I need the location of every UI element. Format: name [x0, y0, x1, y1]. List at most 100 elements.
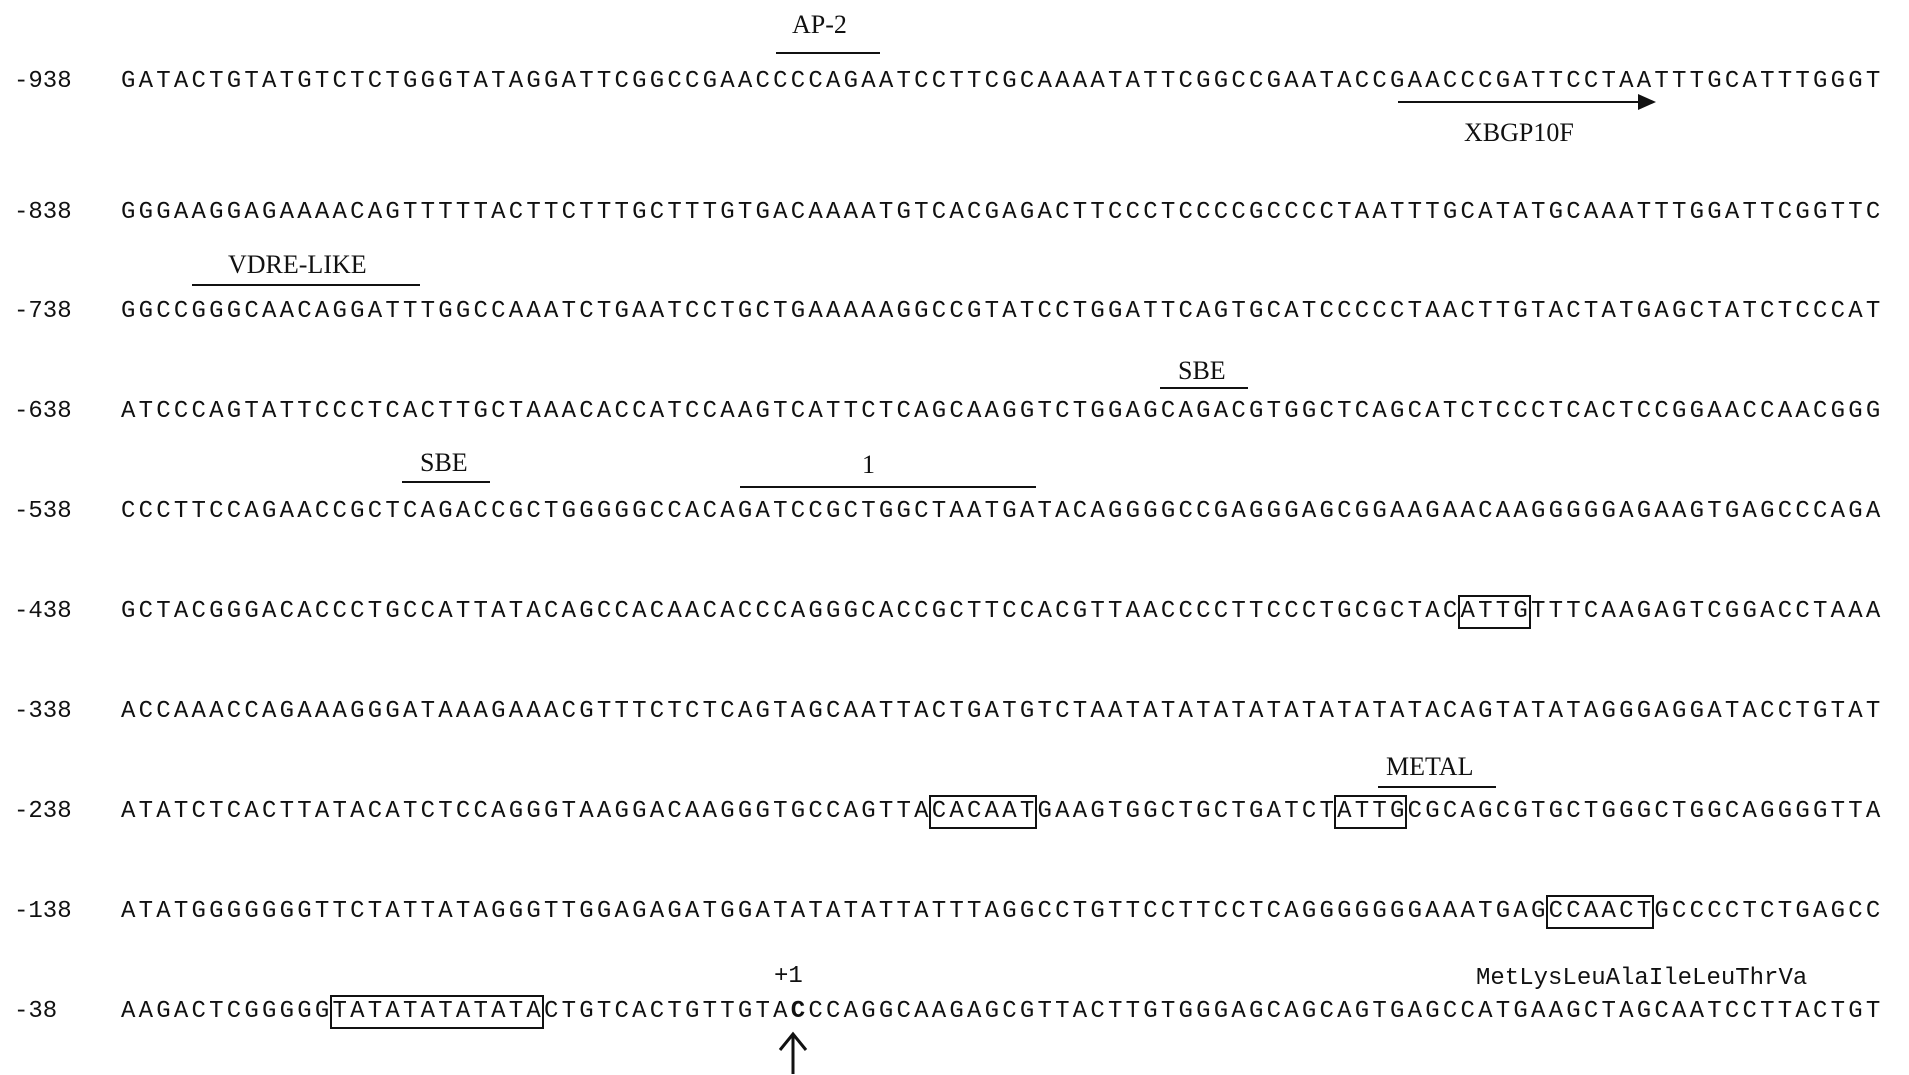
- base: A: [121, 898, 136, 925]
- base: A: [191, 698, 206, 725]
- base: A: [209, 698, 224, 725]
- base: G: [1848, 498, 1863, 525]
- base: T: [1495, 998, 1511, 1025]
- base: G: [596, 498, 612, 525]
- base: C: [1478, 68, 1493, 95]
- base: T: [455, 199, 471, 226]
- base: T: [1284, 798, 1299, 825]
- base: T: [579, 68, 594, 95]
- base: G: [1813, 698, 1828, 725]
- base: C: [949, 298, 964, 325]
- base: T: [1478, 598, 1493, 625]
- base: G: [1813, 798, 1828, 825]
- base: A: [262, 698, 277, 725]
- base: C: [156, 298, 171, 325]
- base: T: [1372, 798, 1387, 825]
- base: A: [596, 398, 612, 425]
- base: C: [1108, 199, 1123, 226]
- base: G: [579, 898, 594, 925]
- base: T: [1319, 68, 1334, 95]
- base: G: [632, 498, 647, 525]
- base: G: [526, 798, 541, 825]
- base: A: [1760, 598, 1775, 625]
- base: G: [526, 68, 541, 95]
- base: C: [191, 998, 206, 1025]
- base: C: [121, 498, 136, 525]
- base: A: [773, 998, 788, 1025]
- base: G: [1160, 498, 1176, 525]
- base: T: [1707, 498, 1722, 525]
- base: C: [1813, 498, 1828, 525]
- base: A: [1619, 998, 1634, 1025]
- base: C: [773, 68, 788, 95]
- base: T: [544, 898, 559, 925]
- base: A: [790, 898, 806, 925]
- base: G: [561, 498, 577, 525]
- base: T: [826, 398, 841, 425]
- base: T: [420, 898, 436, 925]
- base: T: [702, 199, 718, 226]
- base: T: [1531, 68, 1546, 95]
- base: T: [878, 698, 894, 725]
- base: C: [1213, 798, 1229, 825]
- base: T: [949, 68, 964, 95]
- base: G: [1478, 698, 1493, 725]
- base: G: [1213, 498, 1229, 525]
- base: G: [121, 199, 136, 226]
- base: G: [1407, 898, 1423, 925]
- base: G: [967, 298, 982, 325]
- position-number: -638: [14, 398, 72, 425]
- base: G: [1830, 68, 1846, 95]
- base: A: [138, 998, 154, 1025]
- base: T: [279, 398, 295, 425]
- base: G: [385, 698, 400, 725]
- base: C: [173, 398, 189, 425]
- base: C: [244, 698, 259, 725]
- base: C: [420, 398, 436, 425]
- base: C: [156, 398, 171, 425]
- base: A: [1231, 498, 1246, 525]
- base: G: [1760, 498, 1775, 525]
- base: C: [1178, 68, 1193, 95]
- base: A: [1337, 68, 1352, 95]
- base: G: [1196, 68, 1211, 95]
- base: C: [1407, 798, 1423, 825]
- base: C: [1055, 698, 1070, 725]
- base: T: [1231, 598, 1246, 625]
- base: C: [649, 998, 665, 1025]
- base: G: [632, 199, 647, 226]
- base: G: [685, 998, 700, 1025]
- base: G: [984, 998, 1000, 1025]
- base: A: [1143, 598, 1158, 625]
- base: T: [156, 598, 171, 625]
- position-number: -238: [14, 798, 72, 825]
- base: T: [1143, 298, 1158, 325]
- base: T: [702, 898, 718, 925]
- base: G: [1636, 498, 1652, 525]
- position-number: -938: [14, 68, 72, 95]
- base: T: [667, 199, 682, 226]
- base: T: [1689, 68, 1705, 95]
- base: C: [914, 598, 929, 625]
- base: A: [1231, 998, 1246, 1025]
- base: C: [1813, 298, 1828, 325]
- base: A: [1601, 598, 1616, 625]
- base: T: [455, 398, 471, 425]
- base: C: [1442, 798, 1458, 825]
- base: C: [332, 598, 347, 625]
- base: T: [1231, 698, 1246, 725]
- base: A: [508, 698, 524, 725]
- base: G: [1425, 798, 1440, 825]
- base: C: [332, 68, 347, 95]
- base: T: [473, 998, 488, 1025]
- base: G: [1213, 298, 1229, 325]
- base: G: [1143, 498, 1158, 525]
- base: G: [1002, 898, 1017, 925]
- base: A: [1407, 498, 1423, 525]
- base: C: [790, 398, 806, 425]
- base: C: [1777, 698, 1793, 725]
- base: G: [1249, 998, 1264, 1025]
- base: A: [984, 798, 1000, 825]
- base: C: [279, 598, 295, 625]
